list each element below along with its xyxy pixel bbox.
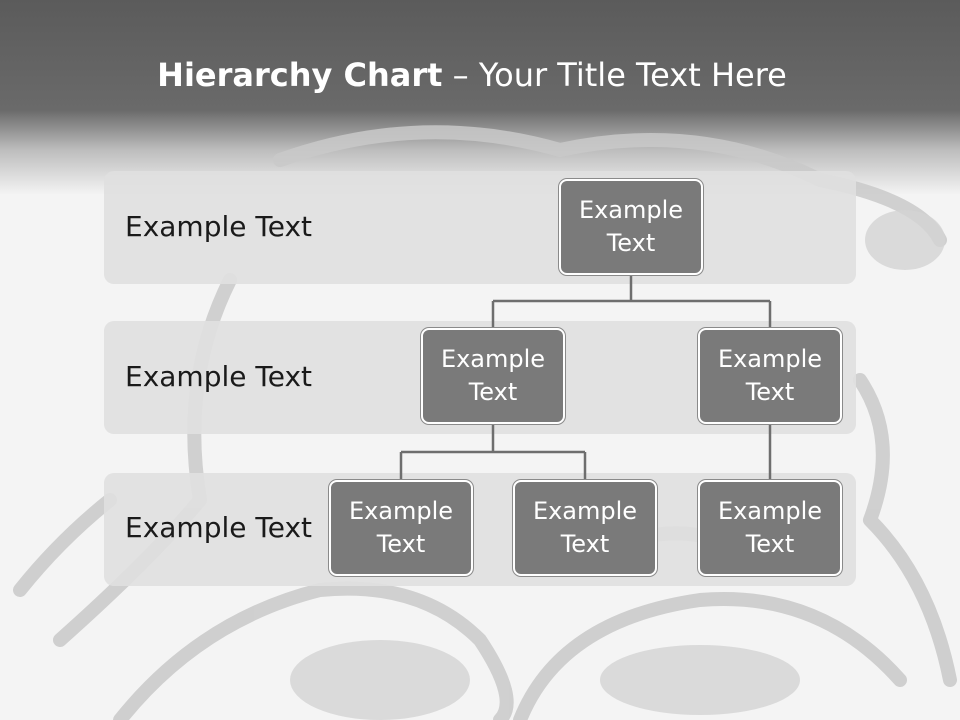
title-bold: Hierarchy Chart [157,56,443,94]
title-rest: – Your Title Text Here [442,56,787,94]
connector-root [491,275,772,329]
level-band-1 [104,171,856,284]
connector-left [399,422,587,481]
org-node-level3-c[interactable]: Example Text [698,480,842,576]
org-node-level3-b[interactable]: Example Text [513,480,657,576]
level-label-2: Example Text [125,360,313,393]
slide-title: Hierarchy Chart – Your Title Text Here [0,55,944,95]
org-node-level2-left[interactable]: Example Text [421,328,565,424]
org-node-level2-right[interactable]: Example Text [698,328,842,424]
org-node-level3-a[interactable]: Example Text [329,480,473,576]
org-node-root[interactable]: Example Text [559,179,703,275]
level-label-3: Example Text [125,511,313,544]
level-label-1: Example Text [125,210,313,243]
